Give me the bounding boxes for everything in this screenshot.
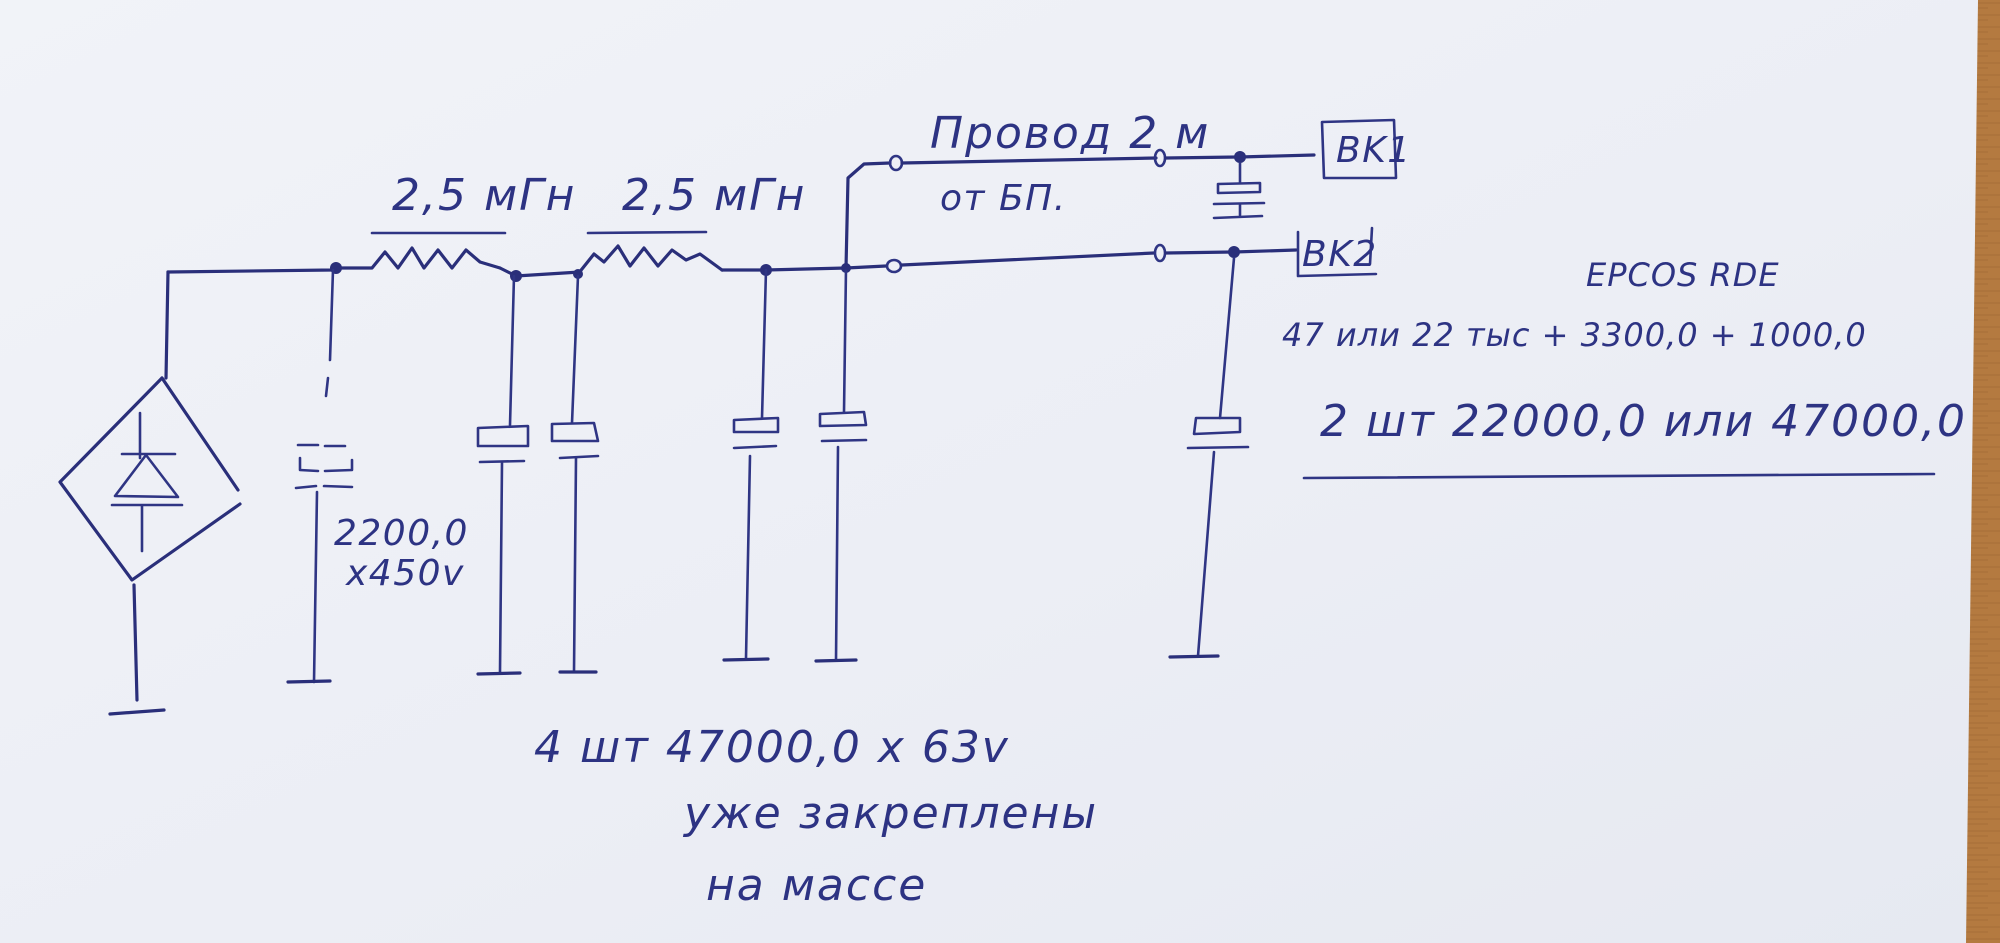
- ground-symbol: [476, 671, 522, 676]
- inductor-core-line: [586, 230, 708, 235]
- connector-box: [1320, 118, 1398, 180]
- wire-to-bk2: [1232, 248, 1298, 254]
- input-capacitor: [286, 262, 354, 684]
- note-underline: [1302, 472, 1936, 480]
- connector-bk1: [1320, 118, 1398, 180]
- cap-lead-top: [842, 266, 848, 414]
- filter-capacitor-2: [550, 274, 600, 674]
- filter-capacitor-3: [722, 268, 780, 662]
- ground-symbol: [814, 658, 858, 663]
- cap-plate-dashed: [296, 443, 354, 473]
- inductor-2-label: 2,5 мГн: [622, 170, 806, 221]
- filter-caps-note-2: уже закреплены: [682, 788, 1098, 839]
- cap-plate-2: [294, 484, 354, 490]
- wire-bottom-right: [1164, 250, 1234, 255]
- wire-bottom-left: [844, 264, 888, 270]
- ground-symbol: [108, 708, 166, 716]
- cap-plate-polarized: [818, 410, 868, 428]
- cap-lead-bottom: [498, 461, 504, 674]
- cap-lead-bottom: [834, 445, 840, 662]
- cap-plate: [1212, 214, 1264, 220]
- cap-lead-bottom: [312, 490, 319, 684]
- filter-capacitor-4: [814, 266, 868, 663]
- wire-label: Провод 2 м: [930, 108, 1210, 159]
- ground-symbol: [1168, 654, 1220, 659]
- brands-note: EPCOS RDE: [1586, 256, 1780, 294]
- cap-plate-polarized: [550, 421, 600, 443]
- wire: [498, 266, 582, 278]
- cap-lead-bottom: [744, 454, 752, 660]
- inductor-1: [334, 231, 582, 282]
- cap-plate-polarized: [476, 424, 530, 448]
- wire-to-bk1: [1238, 153, 1316, 159]
- cap-lead-top: [760, 268, 768, 420]
- filter-capacitor-1: [476, 274, 530, 676]
- bridge-right-side: [160, 376, 240, 492]
- diode-triangle: [113, 453, 180, 499]
- bridge-top-wire: [164, 270, 170, 380]
- cap-lead-top: [328, 268, 335, 362]
- cap-plate-polarized: [1192, 416, 1242, 436]
- output-cap-note: 2 шт 22000,0 или 47000,0: [1320, 396, 1967, 447]
- cap-plate: [1212, 201, 1266, 206]
- cap-lead-dash: [324, 376, 330, 398]
- connector-1-label: BK1: [1336, 130, 1412, 171]
- alternative-values-note: 47 или 22 тыс + 3300,0 + 1000,0: [1282, 316, 1867, 354]
- ground-symbol: [722, 657, 770, 662]
- bridge-left-sides: [58, 376, 242, 582]
- cap-lead-bottom: [572, 456, 578, 674]
- cap-lead-bottom: [1196, 450, 1216, 658]
- bypass-capacitor: [1212, 161, 1266, 220]
- output-capacitor: [1168, 256, 1250, 659]
- input-cap-voltage: x450v: [345, 553, 465, 594]
- cap-lead-top: [570, 274, 580, 425]
- cap-plate: [820, 438, 868, 443]
- filter-caps-note: 4 шт 47000,0 x 63v: [534, 722, 1010, 773]
- wire-top: [900, 156, 1158, 165]
- cap-plate: [558, 454, 600, 460]
- wire-top-right: [1164, 155, 1240, 160]
- wire-riser: [844, 161, 892, 270]
- filter-caps-note-3: на массе: [706, 860, 927, 911]
- cap-lead-top: [508, 274, 516, 427]
- inductor-1-label: 2,5 мГн: [392, 170, 576, 221]
- connector-2-label: BK2: [1302, 234, 1378, 275]
- cap-plate: [732, 444, 778, 450]
- inductor-coil: [576, 244, 724, 276]
- ground-symbol: [286, 679, 332, 684]
- inductor-2: [573, 230, 851, 279]
- connector-box: [1296, 226, 1378, 278]
- output-cable: [844, 148, 1316, 274]
- wire-sublabel: от БП.: [940, 178, 1067, 219]
- inductor-coil: [334, 246, 502, 270]
- cap-plate-polarized: [1216, 181, 1262, 195]
- cap-plate-polarized: [732, 416, 780, 434]
- input-cap-value: 2200,0: [334, 513, 469, 554]
- bridge-ground-wire: [132, 583, 139, 702]
- cap-plate: [478, 459, 526, 464]
- cap-plate: [1186, 445, 1250, 450]
- wire-bottom: [900, 251, 1156, 267]
- cap-lead-top: [1218, 256, 1236, 420]
- connector-bk2: [1296, 226, 1378, 278]
